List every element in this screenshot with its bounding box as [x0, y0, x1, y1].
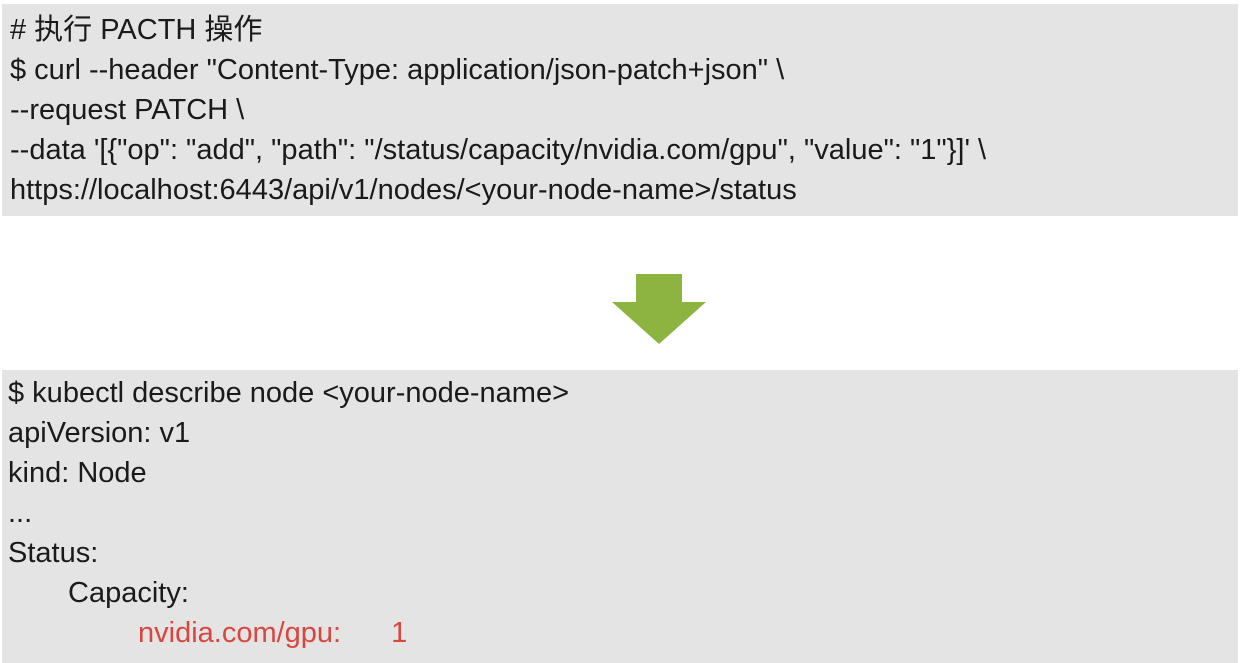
patch-command-block: # 执行 PACTH 操作 $ curl --header "Content-T… — [2, 4, 1238, 216]
kind-line: kind: Node — [8, 457, 147, 489]
comment-line: # 执行 PACTH 操作 — [10, 14, 263, 46]
curl-command-line: $ curl --header "Content-Type: applicati… — [10, 54, 785, 86]
api-version-line: apiVersion: v1 — [8, 417, 191, 449]
gpu-capacity-key: nvidia.com/gpu: — [138, 617, 342, 649]
kubectl-command-line: $ kubectl describe node <your-node-name> — [8, 377, 570, 409]
describe-output-block: $ kubectl describe node <your-node-name>… — [2, 370, 1238, 663]
down-arrow-icon — [612, 274, 706, 344]
request-method-line: --request PATCH \ — [10, 94, 245, 126]
patch-data-line: --data '[{"op": "add", "path": "/status/… — [10, 134, 987, 166]
gpu-capacity-line: nvidia.com/gpu: 1 — [8, 613, 1238, 653]
capacity-line: Capacity: — [68, 577, 189, 609]
gpu-capacity-value: 1 — [391, 617, 408, 649]
api-url-line: https://localhost:6443/api/v1/nodes/<you… — [10, 174, 797, 206]
ellipsis-line: ... — [8, 497, 33, 529]
status-line: Status: — [8, 537, 99, 569]
